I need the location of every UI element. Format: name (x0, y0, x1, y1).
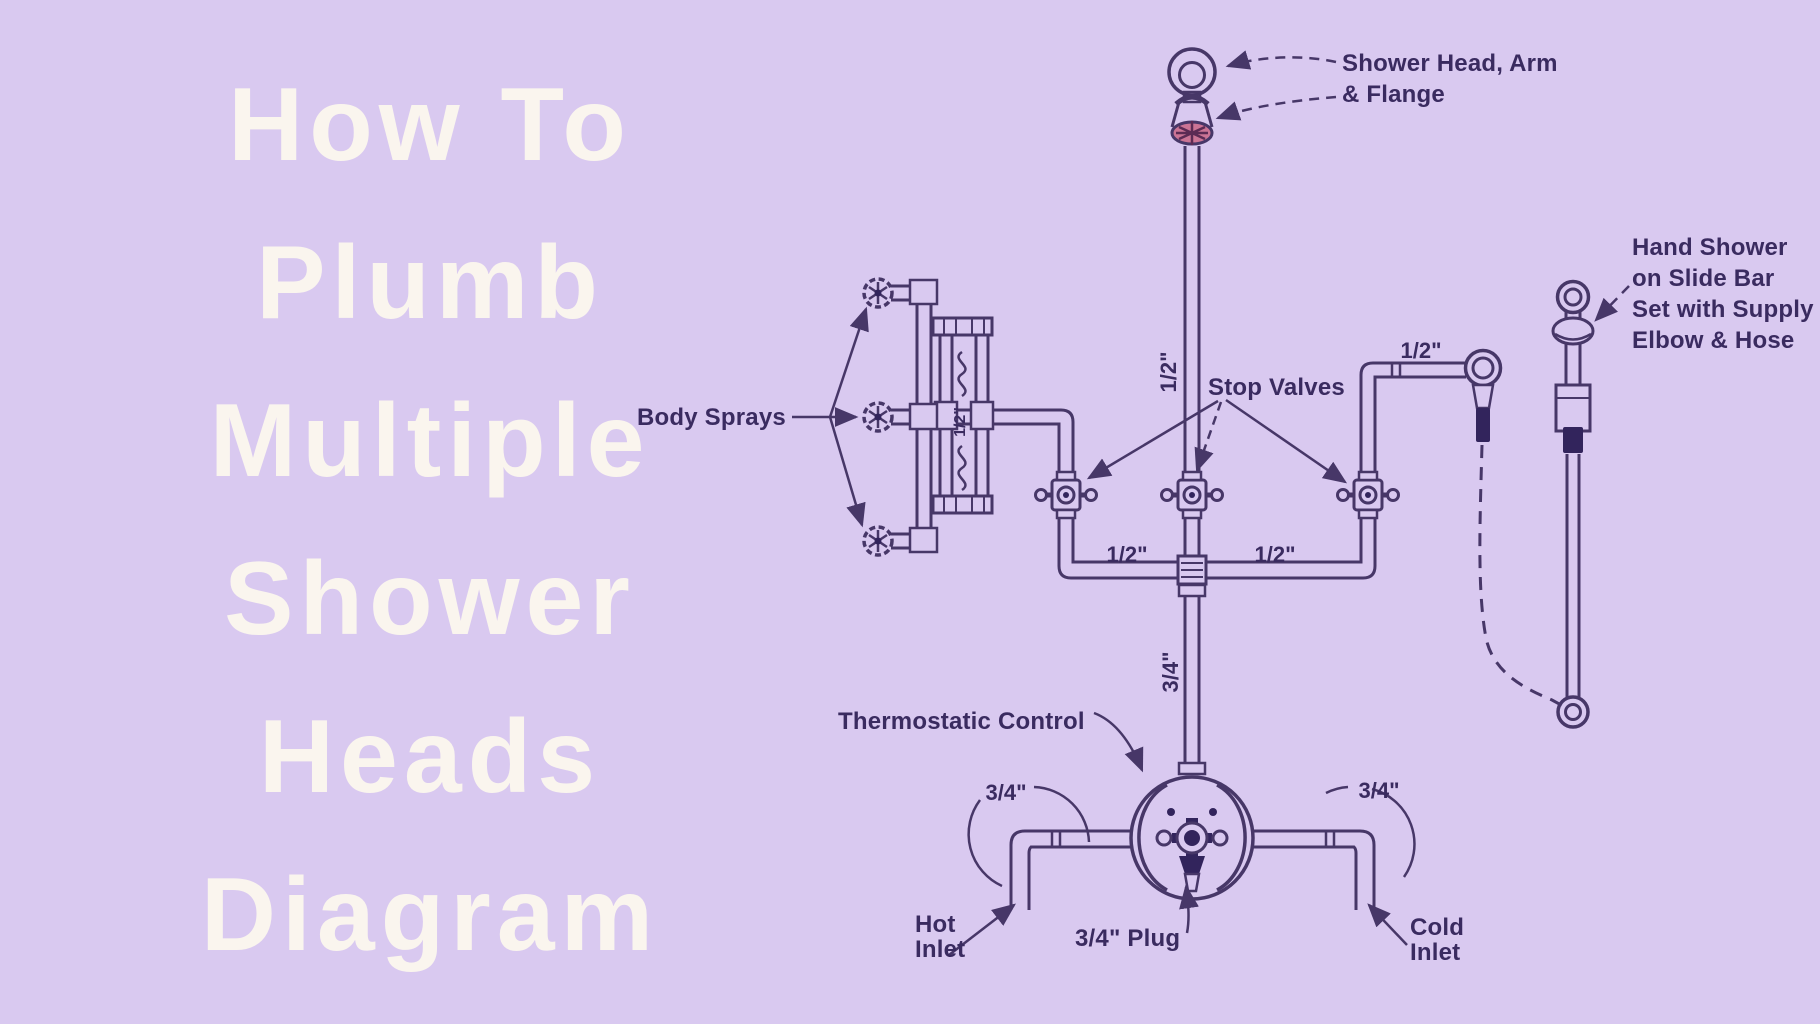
hand-shower-label-line3: Set with Supply (1632, 296, 1814, 323)
cold-inlet-label-line1: Cold (1410, 914, 1465, 941)
thermostatic-control-figure (1129, 775, 1255, 901)
title-line: Plumb (256, 225, 604, 341)
leader-stop-valve-center (1194, 401, 1223, 473)
leader-stop-valve-right (1225, 398, 1348, 484)
size-three-quarter-hot: 3/4" (985, 780, 1027, 805)
body-sprays-figure (891, 278, 995, 554)
leader-hand-shower (1594, 285, 1630, 322)
shower-riser-pipe (1183, 146, 1201, 763)
hot-inlet-label-line2: Inlet (915, 936, 966, 963)
shower-head-figure (1167, 47, 1217, 146)
size-half-loop: 1/2" (952, 407, 969, 437)
hand-shower-label-line4: Elbow & Hose (1632, 327, 1795, 354)
cross-fitting (1176, 554, 1208, 776)
leader-hot-inlet (948, 903, 1016, 956)
hand-shower-hose (1478, 444, 1564, 708)
cold-inlet-label: Cold Inlet (1410, 915, 1464, 965)
hand-shower-figure (1551, 279, 1595, 729)
hand-shower-label-line2: on Slide Bar (1632, 265, 1775, 292)
stop-valve-left-icon (1036, 472, 1097, 518)
thermostatic-control-label: Thermostatic Control (838, 708, 1085, 735)
size-arcs (967, 785, 1416, 888)
size-half-manifold-left: 1/2" (1106, 542, 1148, 567)
stop-valves-label: Stop Valves (1208, 374, 1345, 401)
title-line: Multiple (209, 383, 651, 499)
hot-inlet-label: Hot Inlet (915, 912, 965, 962)
shower-head-label: Shower Head, Arm & Flange (1342, 48, 1558, 110)
size-three-quarter-cold: 3/4" (1358, 778, 1400, 803)
leader-shower-head-1 (1225, 50, 1337, 70)
hand-shower-label: Hand Shower on Slide Bar Set with Supply… (1632, 232, 1814, 356)
size-half-branch: 1/2" (1400, 338, 1442, 363)
manifold-pipes (891, 361, 1466, 580)
hot-inlet-label-line1: Hot (915, 911, 956, 938)
hand-shower-label-line1: Hand Shower (1632, 234, 1788, 261)
cold-inlet-label-line2: Inlet (1410, 939, 1461, 966)
size-half-manifold-right: 1/2" (1254, 542, 1296, 567)
title-line: Shower (224, 541, 636, 657)
leader-stop-valve-left (1086, 399, 1219, 480)
leader-shower-head-2 (1215, 95, 1337, 121)
leader-arrows (792, 50, 1630, 956)
page-title: How To Plumb Multiple Shower Heads Diagr… (110, 46, 750, 994)
body-sprays-label: Body Sprays (637, 404, 786, 431)
body-spray-bottom-icon (862, 525, 894, 557)
body-spray-middle-icon (862, 401, 894, 433)
supply-elbow-figure (1463, 348, 1503, 442)
leader-body-sprays-bottom (828, 416, 866, 528)
inlet-pipes (1009, 829, 1376, 910)
shower-head-label-line1: Shower Head, Arm (1342, 50, 1558, 77)
leader-plug (1179, 884, 1199, 934)
leader-cold-inlet (1367, 903, 1408, 946)
body-spray-top-icon (862, 277, 894, 309)
size-three-quarter-riser: 3/4" (1158, 651, 1183, 693)
stop-valve-center-icon (1162, 472, 1223, 518)
shower-head-label-line2: & Flange (1342, 81, 1445, 108)
title-line: Diagram (200, 857, 660, 973)
title-line: Heads (258, 699, 602, 815)
leader-body-sprays-top (828, 306, 869, 418)
leader-thermostatic (1093, 711, 1144, 773)
size-half-riser: 1/2" (1156, 351, 1181, 393)
title-line: How To (228, 67, 632, 183)
plug-label: 3/4" Plug (1075, 925, 1181, 952)
stop-valve-right-icon (1338, 472, 1399, 518)
